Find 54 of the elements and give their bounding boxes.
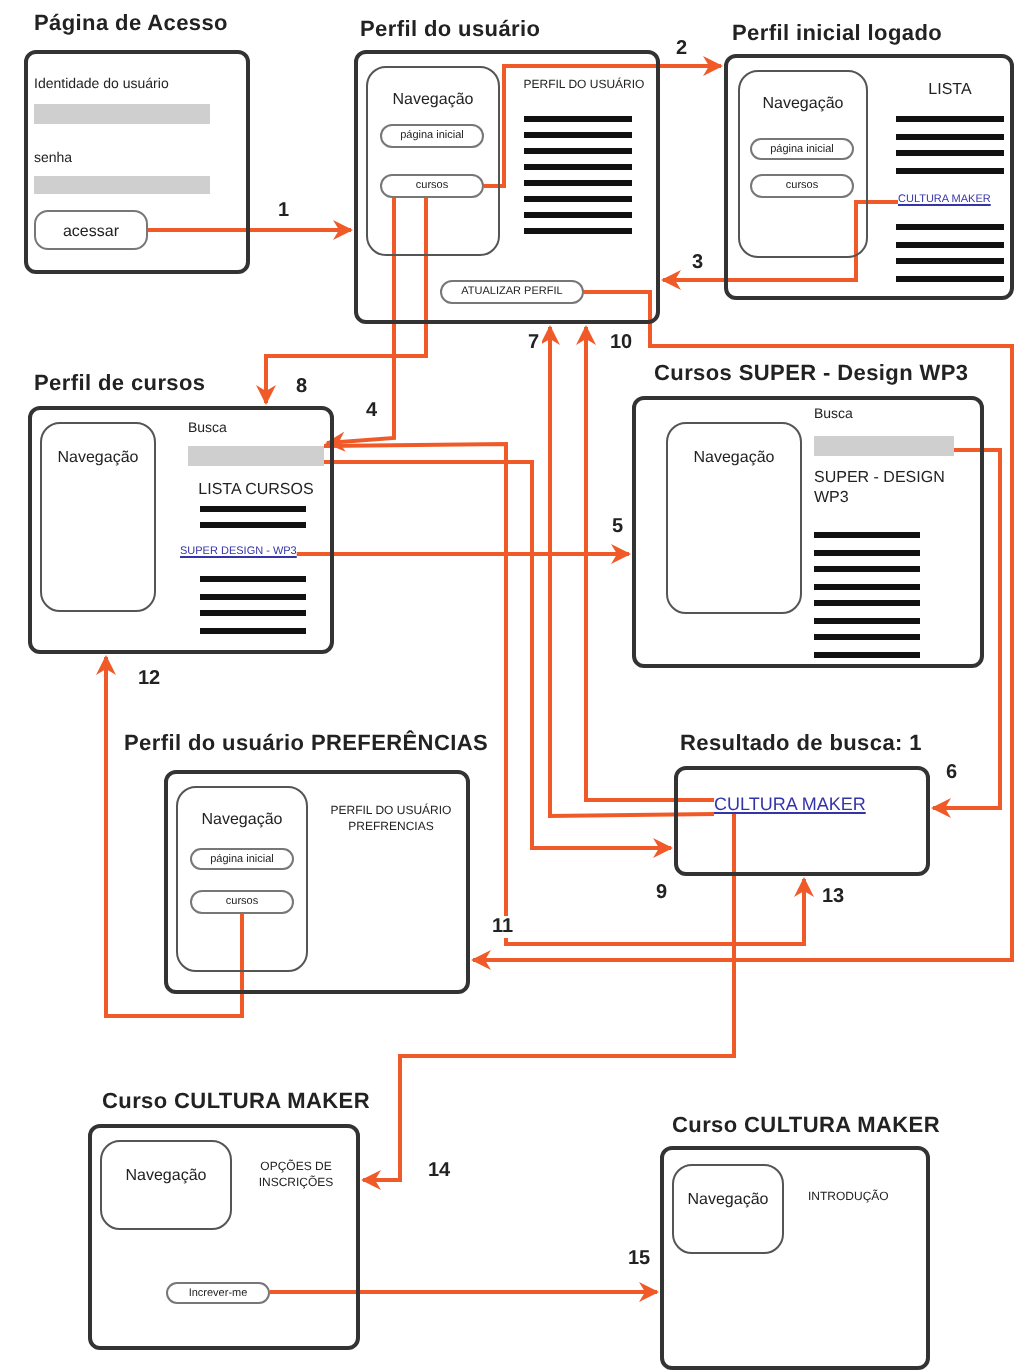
page-title: Perfil do usuário bbox=[360, 18, 541, 42]
edge-label: 7 bbox=[526, 332, 542, 354]
edge-label: 1 bbox=[276, 200, 292, 222]
edge-label: 15 bbox=[626, 1248, 653, 1270]
arrow bbox=[270, 1282, 659, 1302]
nav-label: Navegação bbox=[760, 94, 846, 112]
edge-label: 9 bbox=[654, 882, 670, 904]
page-title: Resultado de busca: 1 bbox=[680, 732, 922, 756]
arrow bbox=[256, 198, 428, 405]
arrow bbox=[296, 544, 631, 564]
arrow bbox=[540, 325, 715, 819]
arrow bbox=[323, 441, 814, 946]
page-title: Página de Acesso bbox=[34, 12, 228, 36]
section-heading: LISTA CURSOS bbox=[196, 480, 316, 500]
link: CULTURA MAKER bbox=[714, 794, 866, 814]
arrow bbox=[661, 200, 898, 290]
arrow bbox=[325, 198, 396, 452]
edge-label: 4 bbox=[364, 400, 380, 422]
edge-label: 12 bbox=[136, 668, 163, 690]
arrow bbox=[484, 56, 723, 188]
nav-label: Navegação bbox=[390, 90, 476, 108]
page-title: Perfil do usuário PREFERÊNCIAS bbox=[124, 732, 489, 756]
nav-panel: Navegação bbox=[672, 1164, 784, 1254]
nav-panel: Navegação bbox=[666, 422, 802, 614]
edge-label: 11 bbox=[490, 916, 516, 938]
arrow bbox=[324, 460, 673, 858]
page-title: Cursos SUPER - Design WP3 bbox=[654, 362, 969, 386]
edge-label: 14 bbox=[426, 1160, 453, 1182]
page-title: Curso CULTURA MAKER bbox=[672, 1114, 940, 1138]
arrow bbox=[931, 448, 1002, 818]
nav-label: Navegação bbox=[199, 810, 285, 828]
page-title: Curso CULTURA MAKER bbox=[102, 1090, 370, 1114]
edge-label: 3 bbox=[690, 252, 706, 274]
nav-panel: Navegação bbox=[40, 422, 156, 612]
edge-label: 6 bbox=[944, 762, 960, 784]
page-title: Perfil de cursos bbox=[34, 372, 206, 396]
section-heading: SUPER - DESIGN WP3 bbox=[814, 468, 947, 508]
nav-panel bbox=[738, 70, 868, 258]
nav-panel bbox=[176, 786, 308, 972]
arrow bbox=[96, 655, 244, 1018]
edge-label: 13 bbox=[820, 886, 847, 908]
nav-panel bbox=[366, 66, 500, 256]
section-heading: LISTA bbox=[926, 80, 974, 100]
edge-label: 8 bbox=[294, 376, 310, 398]
arrow bbox=[361, 814, 736, 1190]
arrow bbox=[148, 220, 353, 240]
edge-label: 5 bbox=[610, 516, 626, 538]
edge-label: 2 bbox=[674, 38, 690, 60]
page-title: Perfil inicial logado bbox=[732, 22, 943, 46]
arrow bbox=[471, 290, 1014, 970]
login-button: acessar bbox=[34, 210, 148, 250]
arrow bbox=[576, 325, 714, 802]
edge-label: 10 bbox=[608, 332, 635, 354]
nav-panel: Navegação bbox=[100, 1140, 232, 1230]
